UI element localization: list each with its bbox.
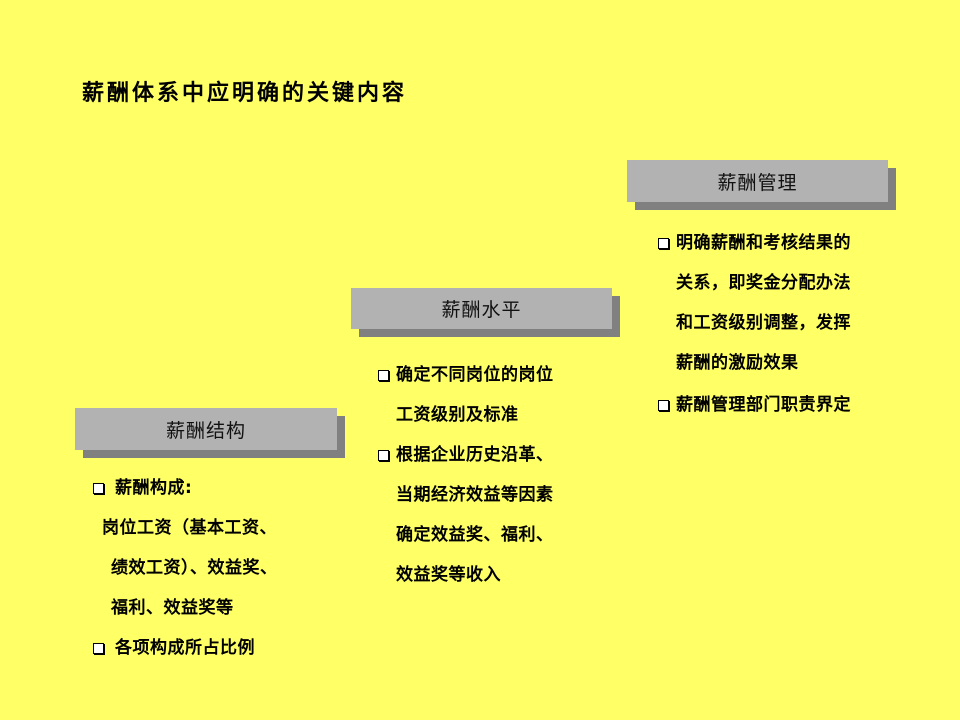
list-item-line: 岗位工资（基本工资、 — [102, 518, 277, 538]
list-item-line: 各项构成所占比例 — [115, 638, 255, 658]
hollow-square-bullet-icon — [93, 483, 104, 494]
list-item-line: 根据企业历史沿革、 — [396, 445, 554, 465]
list-item-line: 工资级别及标准 — [396, 405, 519, 425]
list-item-line: 效益奖等收入 — [396, 565, 501, 585]
page-title: 薪酬体系中应明确的关键内容 — [82, 80, 408, 106]
hollow-square-bullet-icon — [378, 370, 389, 381]
list-item-line: 和工资级别调整，发挥 — [676, 313, 851, 333]
hollow-square-bullet-icon — [378, 450, 389, 461]
list-item-line: 薪酬的激励效果 — [676, 353, 799, 373]
section-heading-salary-management: 薪酬管理 — [627, 160, 888, 202]
hollow-square-bullet-icon — [658, 238, 669, 249]
list-item-line: 薪酬管理部门职责界定 — [676, 395, 851, 415]
hollow-square-bullet-icon — [658, 400, 669, 411]
list-item-line: 福利、效益奖等 — [111, 598, 234, 618]
section-heading-label: 薪酬水平 — [441, 299, 522, 321]
list-item-line: 明确薪酬和考核结果的 — [676, 233, 851, 253]
list-item-line: 确定效益奖、福利、 — [396, 525, 554, 545]
list-item-line: 绩效工资）、效益奖、 — [111, 558, 278, 578]
list-item-line: 当期经济效益等因素 — [396, 485, 554, 505]
list-item-line: 确定不同岗位的岗位 — [396, 365, 554, 385]
hollow-square-bullet-icon — [93, 643, 104, 654]
section-heading-label: 薪酬管理 — [717, 171, 798, 194]
section-heading-salary-structure: 薪酬结构 — [75, 408, 337, 450]
section-heading-label: 薪酬结构 — [165, 419, 246, 442]
list-item-line: 薪酬构成: — [115, 478, 193, 498]
section-heading-salary-level: 薪酬水平 — [351, 288, 612, 329]
list-item-line: 关系，即奖金分配办法 — [676, 273, 851, 293]
